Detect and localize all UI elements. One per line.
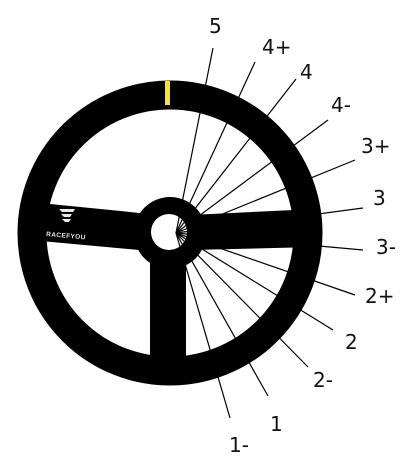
position-label: 3 bbox=[373, 186, 386, 210]
leader-line bbox=[176, 48, 213, 233]
position-label: 5 bbox=[209, 14, 222, 38]
position-label: 4- bbox=[331, 93, 351, 117]
position-label: 2 bbox=[345, 330, 358, 354]
top-center-marker bbox=[165, 81, 170, 105]
position-label: 3- bbox=[376, 235, 396, 259]
position-label: 2- bbox=[313, 368, 333, 392]
position-label: 1- bbox=[229, 433, 249, 457]
position-label: 4+ bbox=[262, 35, 291, 59]
left-spoke bbox=[30, 202, 150, 251]
position-label: 4 bbox=[300, 60, 313, 84]
position-label: 2+ bbox=[365, 284, 394, 308]
position-label: 3+ bbox=[361, 134, 390, 158]
position-label: 1 bbox=[270, 412, 283, 436]
